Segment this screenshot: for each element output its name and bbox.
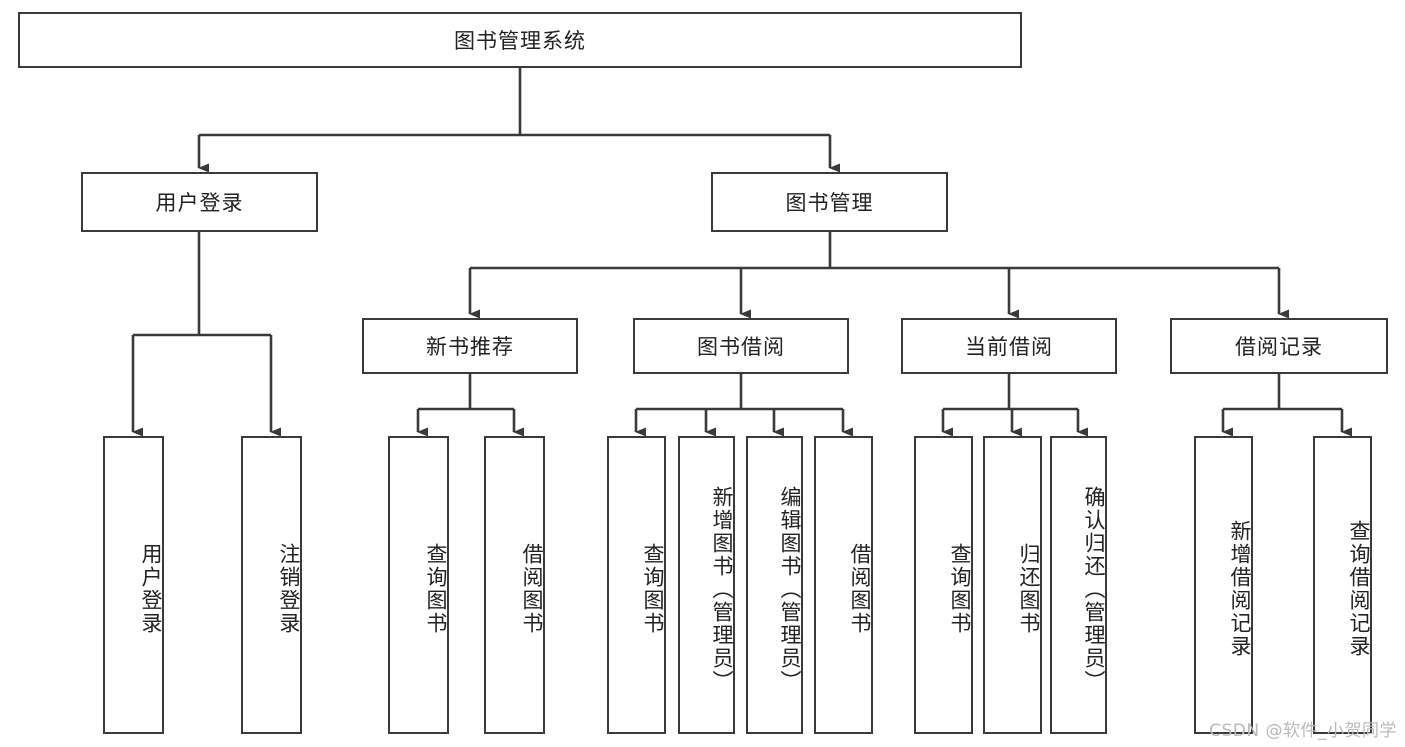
node-leaf-6[interactable]: 新增图书（管理员） bbox=[678, 436, 735, 734]
node-leaf-label: 注销登录 bbox=[277, 543, 301, 635]
node-leaf-2[interactable]: 注销登录 bbox=[241, 436, 302, 734]
node-level2-label: 图书管理 bbox=[785, 191, 874, 215]
node-leaf-label: 确认归还（管理员） bbox=[1082, 485, 1106, 693]
node-level3-label: 图书借阅 bbox=[697, 335, 785, 359]
node-leaf-label: 借阅图书 bbox=[520, 543, 544, 635]
node-level3-2[interactable]: 图书借阅 bbox=[633, 318, 849, 374]
node-leaf-1[interactable]: 用户登录 bbox=[103, 436, 164, 734]
node-level3-3[interactable]: 当前借阅 bbox=[901, 318, 1117, 374]
node-root-label: 图书管理系统 bbox=[454, 29, 586, 53]
node-leaf-label: 查询图书 bbox=[424, 543, 448, 635]
node-leaf-3[interactable]: 查询图书 bbox=[388, 436, 449, 734]
node-level2-1[interactable]: 用户登录 bbox=[81, 172, 318, 232]
node-level2-label: 用户登录 bbox=[155, 191, 244, 215]
node-leaf-label: 编辑图书（管理员） bbox=[778, 485, 802, 693]
node-leaf-9[interactable]: 查询图书 bbox=[914, 436, 973, 734]
node-leaf-12[interactable]: 新增借阅记录 bbox=[1194, 436, 1253, 734]
node-leaf-label: 查询图书 bbox=[641, 543, 665, 635]
node-root[interactable]: 图书管理系统 bbox=[18, 12, 1022, 68]
node-leaf-label: 查询图书 bbox=[948, 543, 972, 635]
node-leaf-label: 借阅图书 bbox=[848, 543, 872, 635]
node-level3-4[interactable]: 借阅记录 bbox=[1170, 318, 1388, 374]
node-leaf-label: 查询借阅记录 bbox=[1347, 520, 1371, 658]
node-leaf-label: 归还图书 bbox=[1017, 543, 1041, 635]
watermark: CSDN @软件_小贺同学 bbox=[1209, 721, 1397, 741]
node-leaf-13[interactable]: 查询借阅记录 bbox=[1313, 436, 1372, 734]
node-level3-label: 新书推荐 bbox=[426, 335, 514, 359]
node-leaf-4[interactable]: 借阅图书 bbox=[484, 436, 545, 734]
node-level3-label: 当前借阅 bbox=[965, 335, 1053, 359]
node-level3-1[interactable]: 新书推荐 bbox=[362, 318, 578, 374]
node-leaf-10[interactable]: 归还图书 bbox=[983, 436, 1042, 734]
node-leaf-5[interactable]: 查询图书 bbox=[607, 436, 666, 734]
node-leaf-7[interactable]: 编辑图书（管理员） bbox=[746, 436, 803, 734]
node-level2-2[interactable]: 图书管理 bbox=[711, 172, 948, 232]
node-leaf-11[interactable]: 确认归还（管理员） bbox=[1050, 436, 1107, 734]
node-leaf-8[interactable]: 借阅图书 bbox=[814, 436, 873, 734]
node-level3-label: 借阅记录 bbox=[1235, 335, 1323, 359]
node-leaf-label: 新增借阅记录 bbox=[1228, 520, 1252, 658]
node-leaf-label: 新增图书（管理员） bbox=[710, 485, 734, 693]
node-leaf-label: 用户登录 bbox=[139, 543, 163, 635]
